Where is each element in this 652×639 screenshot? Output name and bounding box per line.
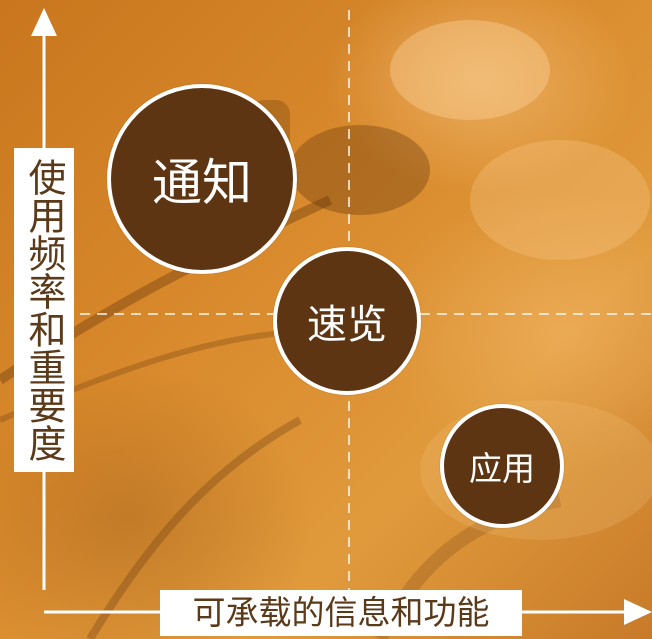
notifications-circle: 通知 xyxy=(107,84,297,274)
x-axis-arrow-icon xyxy=(624,599,652,625)
y-axis-arrow-icon xyxy=(31,8,57,36)
y-axis-label: 使用频率和重要度 xyxy=(14,148,74,472)
x-axis-label: 可承载的信息和功能 xyxy=(160,590,522,636)
apps-circle: 应用 xyxy=(440,404,564,528)
glances-circle: 速览 xyxy=(273,247,421,395)
